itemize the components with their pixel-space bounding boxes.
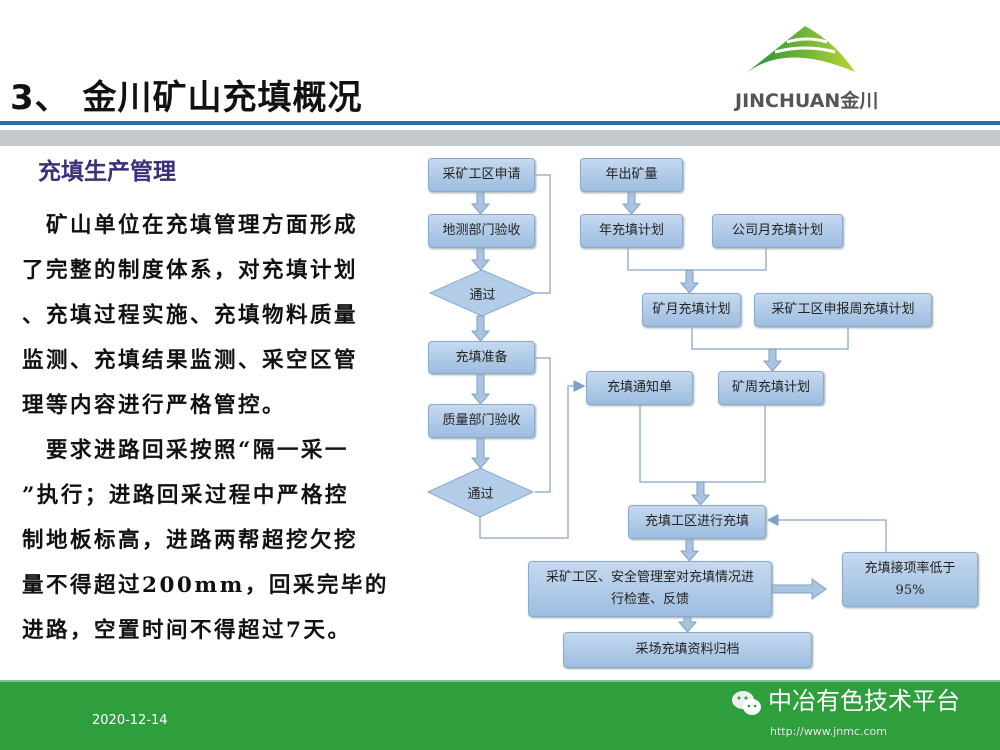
header-band xyxy=(0,130,1000,146)
flow-node-company-month-plan: 公司月充填计划 xyxy=(712,214,843,248)
decision-diamond-1 xyxy=(428,269,537,317)
body-line: 进路，空置时间不得超过7天。 xyxy=(22,618,352,643)
section-subtitle: 充填生产管理 xyxy=(38,159,176,185)
body-line: 量不得超过200mm，回采完毕的 xyxy=(22,573,389,598)
body-line: 了完整的制度体系，对充填计划 xyxy=(22,258,359,283)
flow-decision-pass-1: 通过 xyxy=(469,288,496,303)
decision-diamond-2 xyxy=(426,467,535,518)
flow-node-archive: 采场充填资料归档 xyxy=(563,632,812,668)
flow-node-annual-ore: 年出矿量 xyxy=(580,158,683,192)
flow-node-quality: 质量部门验收 xyxy=(428,404,535,438)
body-line: ”执行；进路回采过程中严格控 xyxy=(22,483,349,508)
flow-node-prep: 充填准备 xyxy=(428,341,535,374)
flow-node-execute: 充填工区进行充填 xyxy=(628,505,766,539)
wechat-icon xyxy=(732,691,761,715)
flow-node-annual-plan: 年充填计划 xyxy=(580,214,683,248)
body-line: 制地板标高，进路两帮超挖欠挖 xyxy=(22,528,359,553)
flow-node-low-rate: 充填接项率低于95% xyxy=(842,552,978,607)
watermark-url: http://www.jnmc.com xyxy=(770,725,887,738)
footer-bar xyxy=(0,680,1000,750)
slide-date: 2020-12-14 xyxy=(92,713,168,728)
flow-node-weekly-report: 采矿工区申报周充填计划 xyxy=(754,293,932,327)
body-line: 要求进路回采按照“隔一采一 xyxy=(22,438,349,463)
body-line: 矿山单位在充填管理方面形成 xyxy=(22,213,359,238)
jinchuan-logo-icon xyxy=(745,26,855,74)
flow-node-inspect: 采矿工区、安全管理室对充填情况进行检查、反馈 xyxy=(528,561,772,617)
flow-decision-pass-2: 通过 xyxy=(467,487,494,502)
body-line: 、充填过程实施、充填物料质量 xyxy=(22,303,359,328)
logo-text: JINCHUAN金川 xyxy=(735,90,879,112)
flow-node-mine-week-plan: 矿周充填计划 xyxy=(718,371,824,405)
body-line: 监测、充填结果监测、采空区管 xyxy=(22,348,359,373)
flow-node-mine-month-plan: 矿月充填计划 xyxy=(642,293,741,327)
watermark-text: 中冶有色技术平台 xyxy=(768,687,960,715)
flow-node-notice: 充填通知单 xyxy=(586,371,693,405)
header-divider xyxy=(0,121,1000,125)
slide-title: 3、 金川矿山充填概况 xyxy=(10,78,363,118)
flowchart-connectors xyxy=(426,174,887,633)
flow-node-apply: 采矿工区申请 xyxy=(428,158,535,192)
flow-node-survey: 地测部门验收 xyxy=(428,214,535,248)
body-line: 理等内容进行严格管控。 xyxy=(22,393,287,418)
